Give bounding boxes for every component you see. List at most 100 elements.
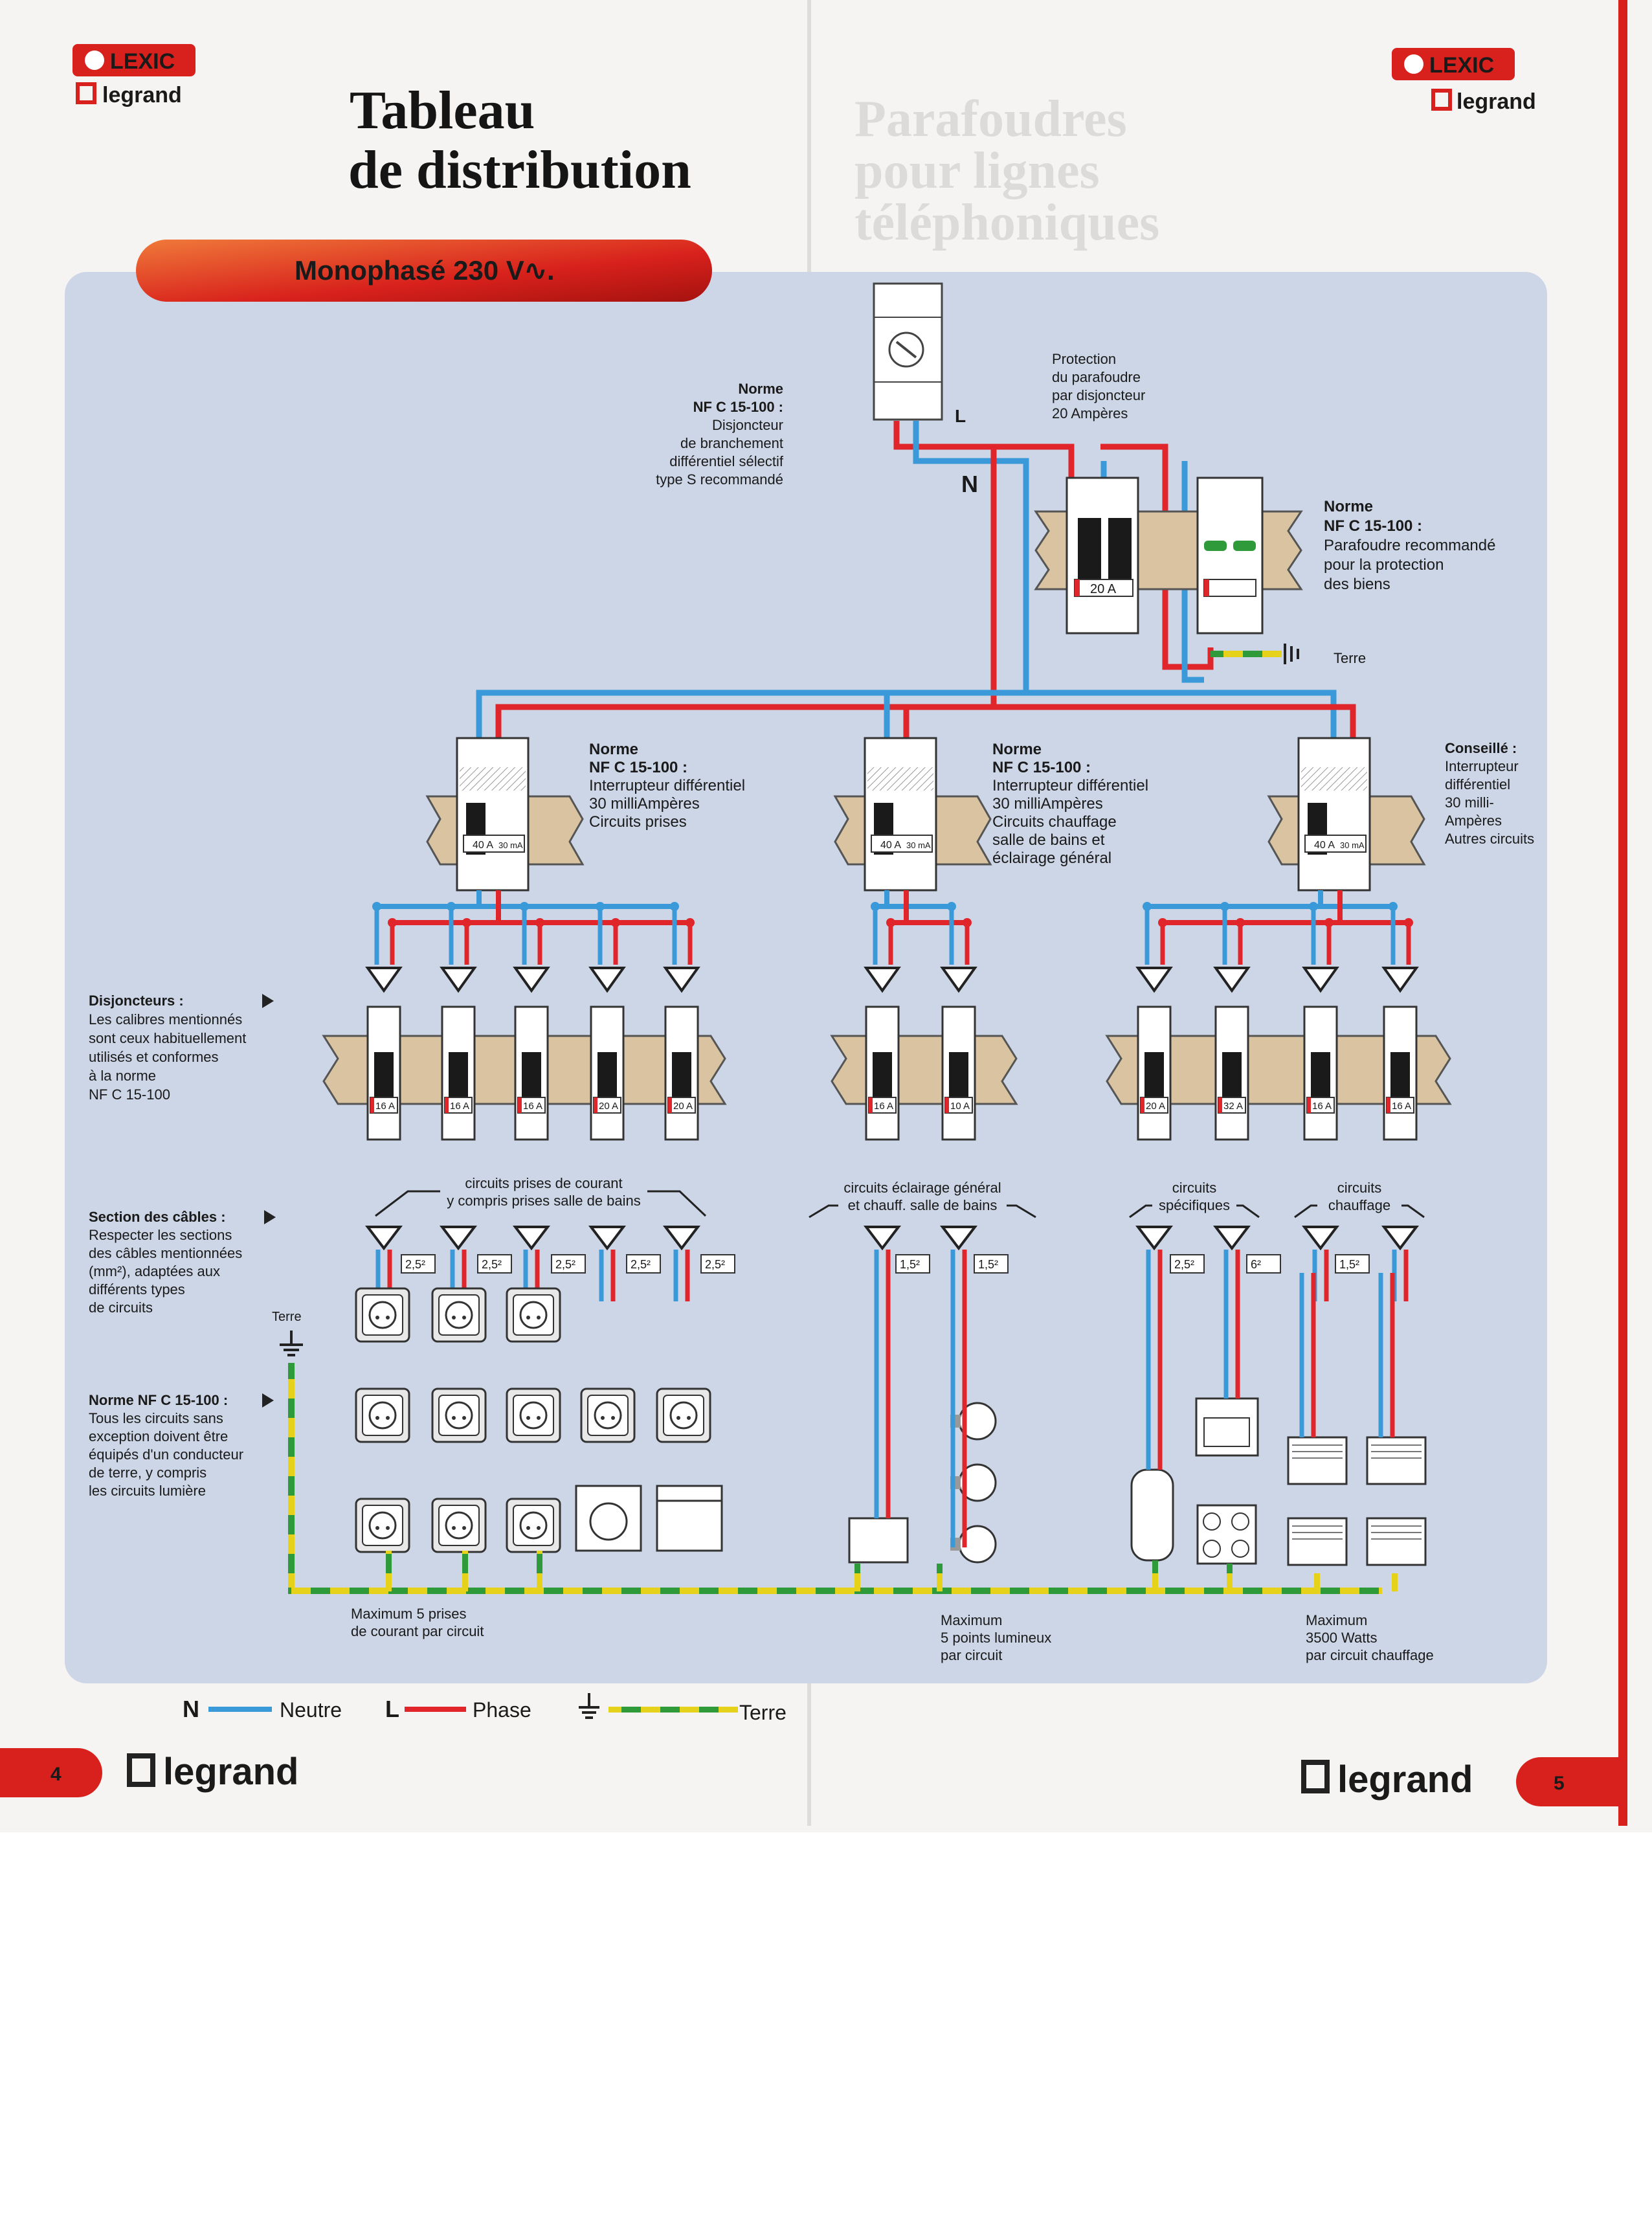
heating-max-note-line-3: par circuit chauffage	[1306, 1647, 1434, 1663]
earth-drop	[537, 1551, 542, 1591]
specific-circuit-label-2: spécifiques	[1159, 1197, 1230, 1213]
burner-icon	[1231, 1540, 1249, 1558]
socket-ring	[445, 1511, 473, 1540]
outlets-max-note-line-1: Maximum 5 prises	[351, 1606, 466, 1622]
cable-section-value: 2,5²	[482, 1258, 502, 1271]
breaker-handle	[522, 1052, 541, 1097]
rcd-heating-note-line-4: 30 milliAmpères	[992, 795, 1103, 813]
burner-icon	[1203, 1540, 1221, 1558]
bracket-left	[375, 1190, 440, 1217]
legrand-logo-icon	[1431, 89, 1452, 111]
breaker-red-mark	[370, 1097, 374, 1113]
branch-breaker-note-line-4: de branchement	[680, 435, 783, 451]
earth-drop	[386, 1551, 392, 1591]
breaker-handle	[449, 1052, 468, 1097]
earth-bus	[288, 1588, 1382, 1594]
branch-breaker-note-line-2: NF C 15-100 :	[693, 399, 783, 415]
breakers-note-line-1: Disjoncteurs :	[89, 993, 184, 1009]
cable-section-value: 2,5²	[1174, 1258, 1194, 1271]
rcd-other-note-line-3: différentiel	[1445, 776, 1510, 792]
burner-icon	[1231, 1512, 1249, 1531]
breaker-red-mark	[1387, 1097, 1390, 1113]
cable-section-box	[551, 1254, 586, 1274]
legend-earth-label: Terre	[739, 1701, 787, 1724]
page-title-line-1: Tableau	[350, 80, 535, 140]
breakers-note-line-6: NF C 15-100	[89, 1086, 170, 1103]
badge-label: LEXIC	[110, 49, 175, 74]
breaker-red-mark	[869, 1097, 873, 1113]
breaker-arrow-icon	[440, 967, 477, 993]
branch-breaker-note-line-1: Norme	[738, 381, 783, 397]
socket-pin	[375, 1316, 379, 1320]
badge-label: LEXIC	[1429, 53, 1494, 78]
page-number-tab-left	[0, 1748, 102, 1797]
cable-section-value: 2,5²	[555, 1258, 575, 1271]
breaker-red-mark	[518, 1097, 522, 1113]
badge-dot-icon	[85, 51, 104, 70]
socket-pin	[687, 1416, 691, 1420]
branch-breaker-note-line-3: Disjoncteur	[712, 417, 783, 433]
breaker-red-mark	[668, 1097, 672, 1113]
heating-circuit-label-1: circuits	[1337, 1180, 1381, 1196]
junction-dot	[462, 918, 471, 927]
outlets-circuit-label-2: y compris prises salle de bains	[447, 1193, 641, 1209]
phase-letter: L	[955, 406, 966, 426]
breaker-label-plate	[1386, 1097, 1414, 1114]
junction-dot	[447, 902, 456, 911]
socket-pin	[537, 1526, 541, 1530]
socket-pin	[462, 1416, 466, 1420]
circuit-arrow-icon	[1301, 1226, 1340, 1251]
cables-note-line-3: des câbles mentionnées	[89, 1245, 242, 1261]
rcd-heating: 40 A 30 mA	[833, 737, 992, 892]
page-number-right: 5	[1554, 1773, 1565, 1794]
breaker-rating: 20 A	[673, 1101, 693, 1112]
lights-max-note-line-2: 5 points lumineux	[941, 1630, 1051, 1646]
surge-rail: 20 A	[1034, 477, 1303, 635]
circuit-arrow-icon	[1381, 1226, 1420, 1251]
socket-pin	[375, 1416, 379, 1420]
junction-dot	[947, 902, 956, 911]
socket-ring	[669, 1401, 698, 1430]
rcd-heating-note-line-3: Interrupteur différentiel	[992, 777, 1148, 794]
rcd-other-sensitivity: 30 mA	[1340, 840, 1365, 850]
breaker-arrow-icon	[1135, 967, 1173, 993]
socket-pin	[601, 1416, 605, 1420]
breaker-handle	[672, 1052, 691, 1097]
breaker-rating: 16 A	[1392, 1101, 1411, 1112]
breaker-label-plate	[868, 1097, 897, 1114]
breaker-arrow-icon	[663, 967, 700, 993]
water-heater-icon	[1130, 1468, 1174, 1562]
rcd-heating-note-line-1: Norme	[992, 741, 1042, 758]
bracket-left	[1294, 1204, 1317, 1219]
junction-dot	[535, 918, 544, 927]
bracket-right	[1401, 1204, 1425, 1219]
surge-protection-note-line-4: 20 Ampères	[1052, 405, 1128, 421]
legend-phase-label: Phase	[473, 1698, 531, 1722]
circuit-arrow-icon	[512, 1226, 551, 1251]
lighting-circuit-label-2: et chauff. salle de bains	[848, 1197, 998, 1213]
badge-brand: legrand	[102, 83, 182, 107]
rcd-other-note-line-2: Interrupteur	[1445, 758, 1519, 774]
junction-dot	[670, 902, 679, 911]
branch-breaker-note-line-6: type S recommandé	[656, 471, 783, 488]
surge-arrester-note-line-5: des biens	[1324, 576, 1390, 593]
lexic-badge-left: LEXIC legrand	[73, 44, 195, 107]
cable-section-box	[974, 1254, 1009, 1274]
footer: 4 legrand legrand 5	[0, 1748, 1618, 1806]
page-number-tab-right	[1516, 1757, 1618, 1806]
breaker-arrow-icon	[864, 967, 901, 993]
arrow-right-icon	[264, 1210, 276, 1224]
junction-dot	[520, 902, 529, 911]
breaker-handle	[1144, 1052, 1164, 1097]
lexic-badge-right: LEXIC legrand	[1392, 48, 1536, 114]
right-edge-strip	[1618, 0, 1627, 1826]
socket-pin	[386, 1416, 390, 1420]
cable-section-value: 2,5²	[405, 1258, 425, 1271]
legend-neutral-letter: N	[183, 1696, 199, 1722]
radiator-icon	[1287, 1436, 1348, 1485]
socket-ring	[368, 1511, 397, 1540]
cable-section-box	[1335, 1254, 1370, 1274]
socket-ring	[445, 1301, 473, 1329]
din-rail	[1105, 1035, 1452, 1105]
cable-section-box	[700, 1254, 735, 1274]
